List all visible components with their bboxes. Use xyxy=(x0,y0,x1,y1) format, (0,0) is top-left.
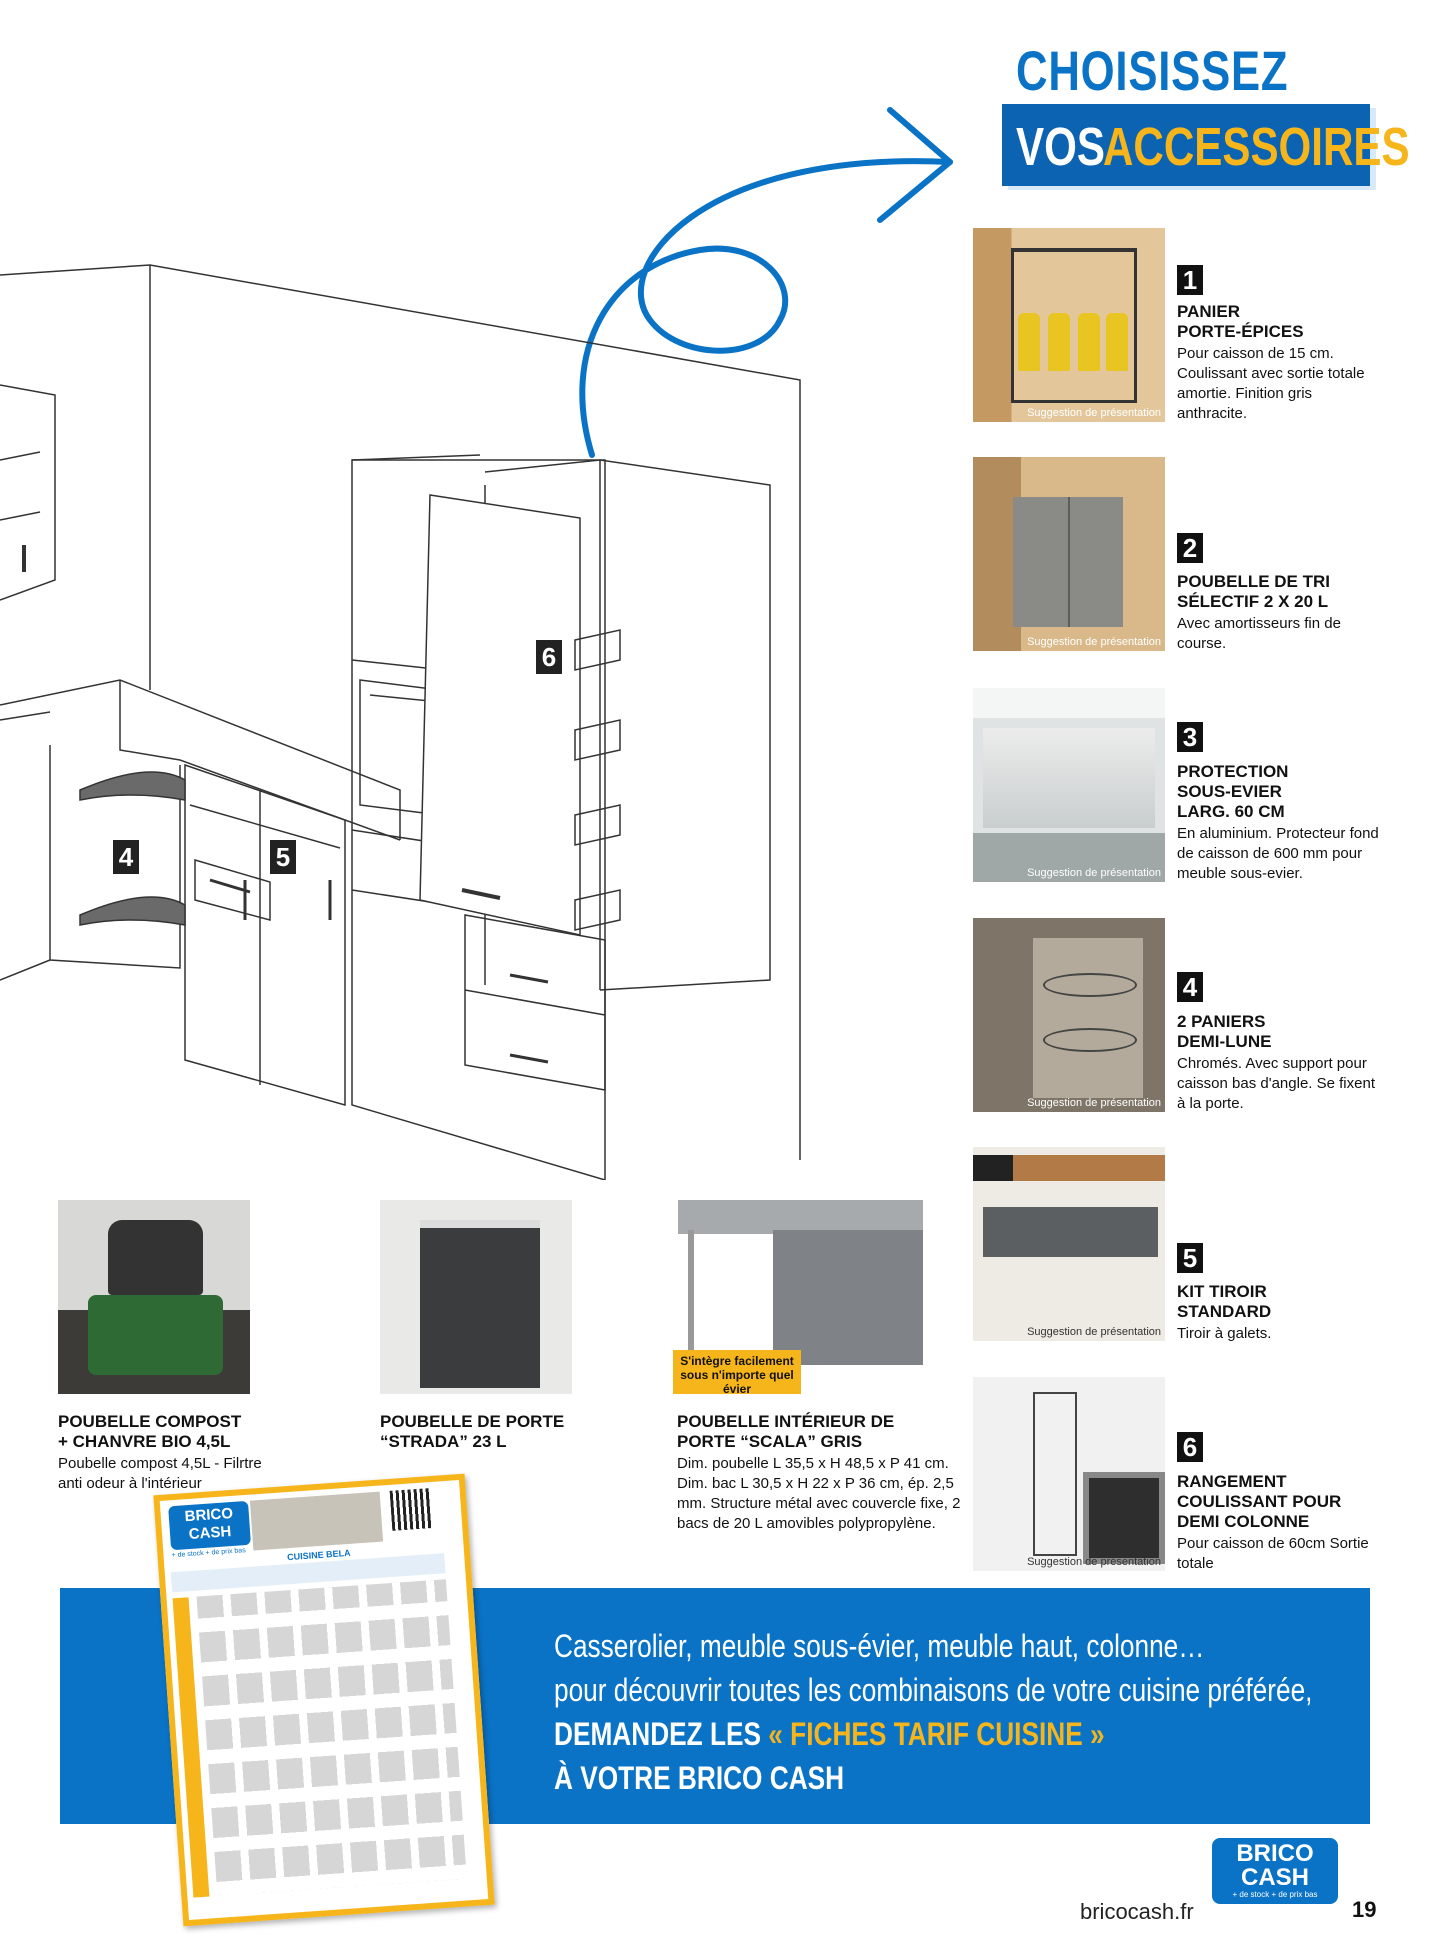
catalogue-sheet: BRICO CASH + de stock + de prix bas CUIS… xyxy=(153,1473,495,1927)
accessory-photo-1: Suggestion de présentation xyxy=(973,228,1165,422)
accessory-number: 6 xyxy=(1177,1432,1203,1462)
product-title: POUBELLE INTÉRIEUR DE PORTE “SCALA” GRIS xyxy=(677,1412,895,1451)
accessory-number: 1 xyxy=(1177,265,1203,295)
photo-caption: Suggestion de présentation xyxy=(1027,407,1161,419)
scala-bins xyxy=(773,1230,923,1365)
accessory-title: RANGEMENT COULISSANT POUR DEMI COLONNE xyxy=(1177,1472,1342,1531)
photo-caption: Suggestion de présentation xyxy=(1027,867,1161,879)
compost-bin xyxy=(88,1295,223,1375)
accessory-desc: Pour caisson de 60cm Sortie totale xyxy=(1177,1535,1369,1572)
corner-cabinet xyxy=(1033,938,1143,1098)
accessory-photo-6: Suggestion de présentation xyxy=(973,1377,1165,1571)
banner-line-1: Casserolier, meuble sous-évier, meuble h… xyxy=(554,1628,1205,1664)
basket-bottom xyxy=(1043,1028,1137,1052)
bottle-3 xyxy=(1078,313,1100,371)
accessory-title: PROTECTION SOUS-EVIER LARG. 60 CM xyxy=(1177,762,1289,821)
arrow-head xyxy=(877,107,953,223)
bin-divider xyxy=(1068,497,1070,627)
cabinet-interior xyxy=(983,728,1155,828)
logo-brico: BRICO xyxy=(1236,1840,1314,1867)
accessory-title: KIT TIROIR STANDARD xyxy=(1177,1282,1272,1321)
page-number: 19 xyxy=(1352,1897,1377,1922)
product-photo-compost xyxy=(58,1200,250,1394)
logo-tagline: + de stock + de prix bas xyxy=(1232,1890,1318,1899)
footer-url[interactable]: bricocash.fr xyxy=(1080,1899,1194,1924)
accessory-desc: En aluminium. Protecteur fond de caisson… xyxy=(1177,825,1379,882)
product-photo-scala: S'intègre facilement sous n'importe quel… xyxy=(668,1200,923,1394)
logo-cash: CASH xyxy=(1240,1864,1309,1891)
accessory-photo-4: Suggestion de présentation xyxy=(973,918,1165,1112)
accessory-photo-2: Suggestion de présentation xyxy=(973,457,1165,651)
compost-lid xyxy=(108,1220,203,1295)
accessory-number: 3 xyxy=(1177,722,1203,752)
scala-lid xyxy=(678,1200,923,1234)
accessory-photo-3: Suggestion de présentation xyxy=(973,688,1165,882)
accessory-title: POUBELLE DE TRI SÉLECTIF 2 X 20 L xyxy=(1177,572,1331,611)
accessory-number: 4 xyxy=(1177,972,1203,1002)
sheet-photo xyxy=(249,1491,384,1551)
bottle-1 xyxy=(1018,313,1040,371)
drawer-box xyxy=(983,1207,1158,1257)
photo-caption: Suggestion de présentation xyxy=(1027,1556,1161,1568)
header-title: CHOISISSEZ xyxy=(1016,39,1289,102)
product-title: POUBELLE COMPOST + CHANVRE BIO 4,5L xyxy=(58,1412,242,1451)
accessory-desc: Pour caisson de 15 cm. Coulissant avec s… xyxy=(1177,345,1365,422)
product-desc: Poubelle compost 4,5L - Filrtre anti ode… xyxy=(58,1455,262,1492)
spice-rack-frame xyxy=(1011,248,1137,403)
kitchen-diagram xyxy=(0,107,953,1180)
basket-top xyxy=(1043,973,1137,997)
oven xyxy=(1083,1472,1165,1564)
cooktop xyxy=(973,1155,1013,1181)
accessory-desc: Avec amortisseurs fin de course. xyxy=(1177,615,1341,652)
sheet-grid xyxy=(196,1579,467,1896)
scala-frame xyxy=(688,1230,694,1360)
header-banner xyxy=(1002,104,1370,186)
bottle-2 xyxy=(1048,313,1070,371)
accessory-desc: Chromés. Avec support pour caisson bas d… xyxy=(1177,1055,1375,1112)
integration-badge: S'intègre facilement sous n'importe quel… xyxy=(673,1350,801,1394)
bricocash-logo: BRICO CASH + de stock + de prix bas xyxy=(1212,1838,1338,1904)
banner-line-4: À VOTRE BRICO CASH xyxy=(554,1760,845,1796)
accessory-title: 2 PANIERS DEMI-LUNE xyxy=(1177,1012,1272,1051)
banner-fiches: « FICHES TARIF CUISINE » xyxy=(768,1716,1105,1752)
product-photo-strada xyxy=(380,1200,572,1394)
door-bin xyxy=(420,1220,540,1388)
accessory-desc: Tiroir à galets. xyxy=(1177,1325,1272,1342)
aluminium-protector xyxy=(973,833,1165,882)
header-vos: VOS xyxy=(1016,117,1105,177)
pull-out-rack xyxy=(1033,1392,1077,1556)
product-title: POUBELLE DE PORTE “STRADA” 23 L xyxy=(380,1412,565,1451)
bottle-4 xyxy=(1106,313,1128,371)
banner-line-2: pour découvrir toutes les combinaisons d… xyxy=(554,1672,1313,1708)
shelf-top xyxy=(973,688,1165,718)
diagram-label-5: 5 xyxy=(270,840,296,874)
accessory-title: PANIER PORTE-ÉPICES xyxy=(1177,302,1304,341)
banner-line-3: DEMANDEZ LES « FICHES TARIF CUISINE » xyxy=(554,1716,1105,1753)
diagram-label-6: 6 xyxy=(536,640,562,674)
product-desc: Dim. poubelle L 35,5 x H 48,5 x P 41 cm.… xyxy=(677,1455,961,1532)
sheet-logo: BRICO CASH xyxy=(168,1500,251,1551)
header-accessoires: ACCESSOIRES xyxy=(1103,117,1410,177)
accessory-number: 5 xyxy=(1177,1243,1203,1273)
accessory-number: 2 xyxy=(1177,533,1203,563)
banner-demandez: DEMANDEZ LES xyxy=(554,1716,769,1752)
photo-caption: Suggestion de présentation xyxy=(1027,1097,1161,1109)
diagram-label-4: 4 xyxy=(113,840,139,874)
photo-caption: Suggestion de présentation xyxy=(1027,1326,1161,1338)
qr-code-icon xyxy=(389,1488,433,1531)
accessory-photo-5: Suggestion de présentation xyxy=(973,1147,1165,1341)
photo-caption: Suggestion de présentation xyxy=(1027,636,1161,648)
worktop xyxy=(1003,1155,1165,1181)
arrow-curve xyxy=(579,158,953,458)
